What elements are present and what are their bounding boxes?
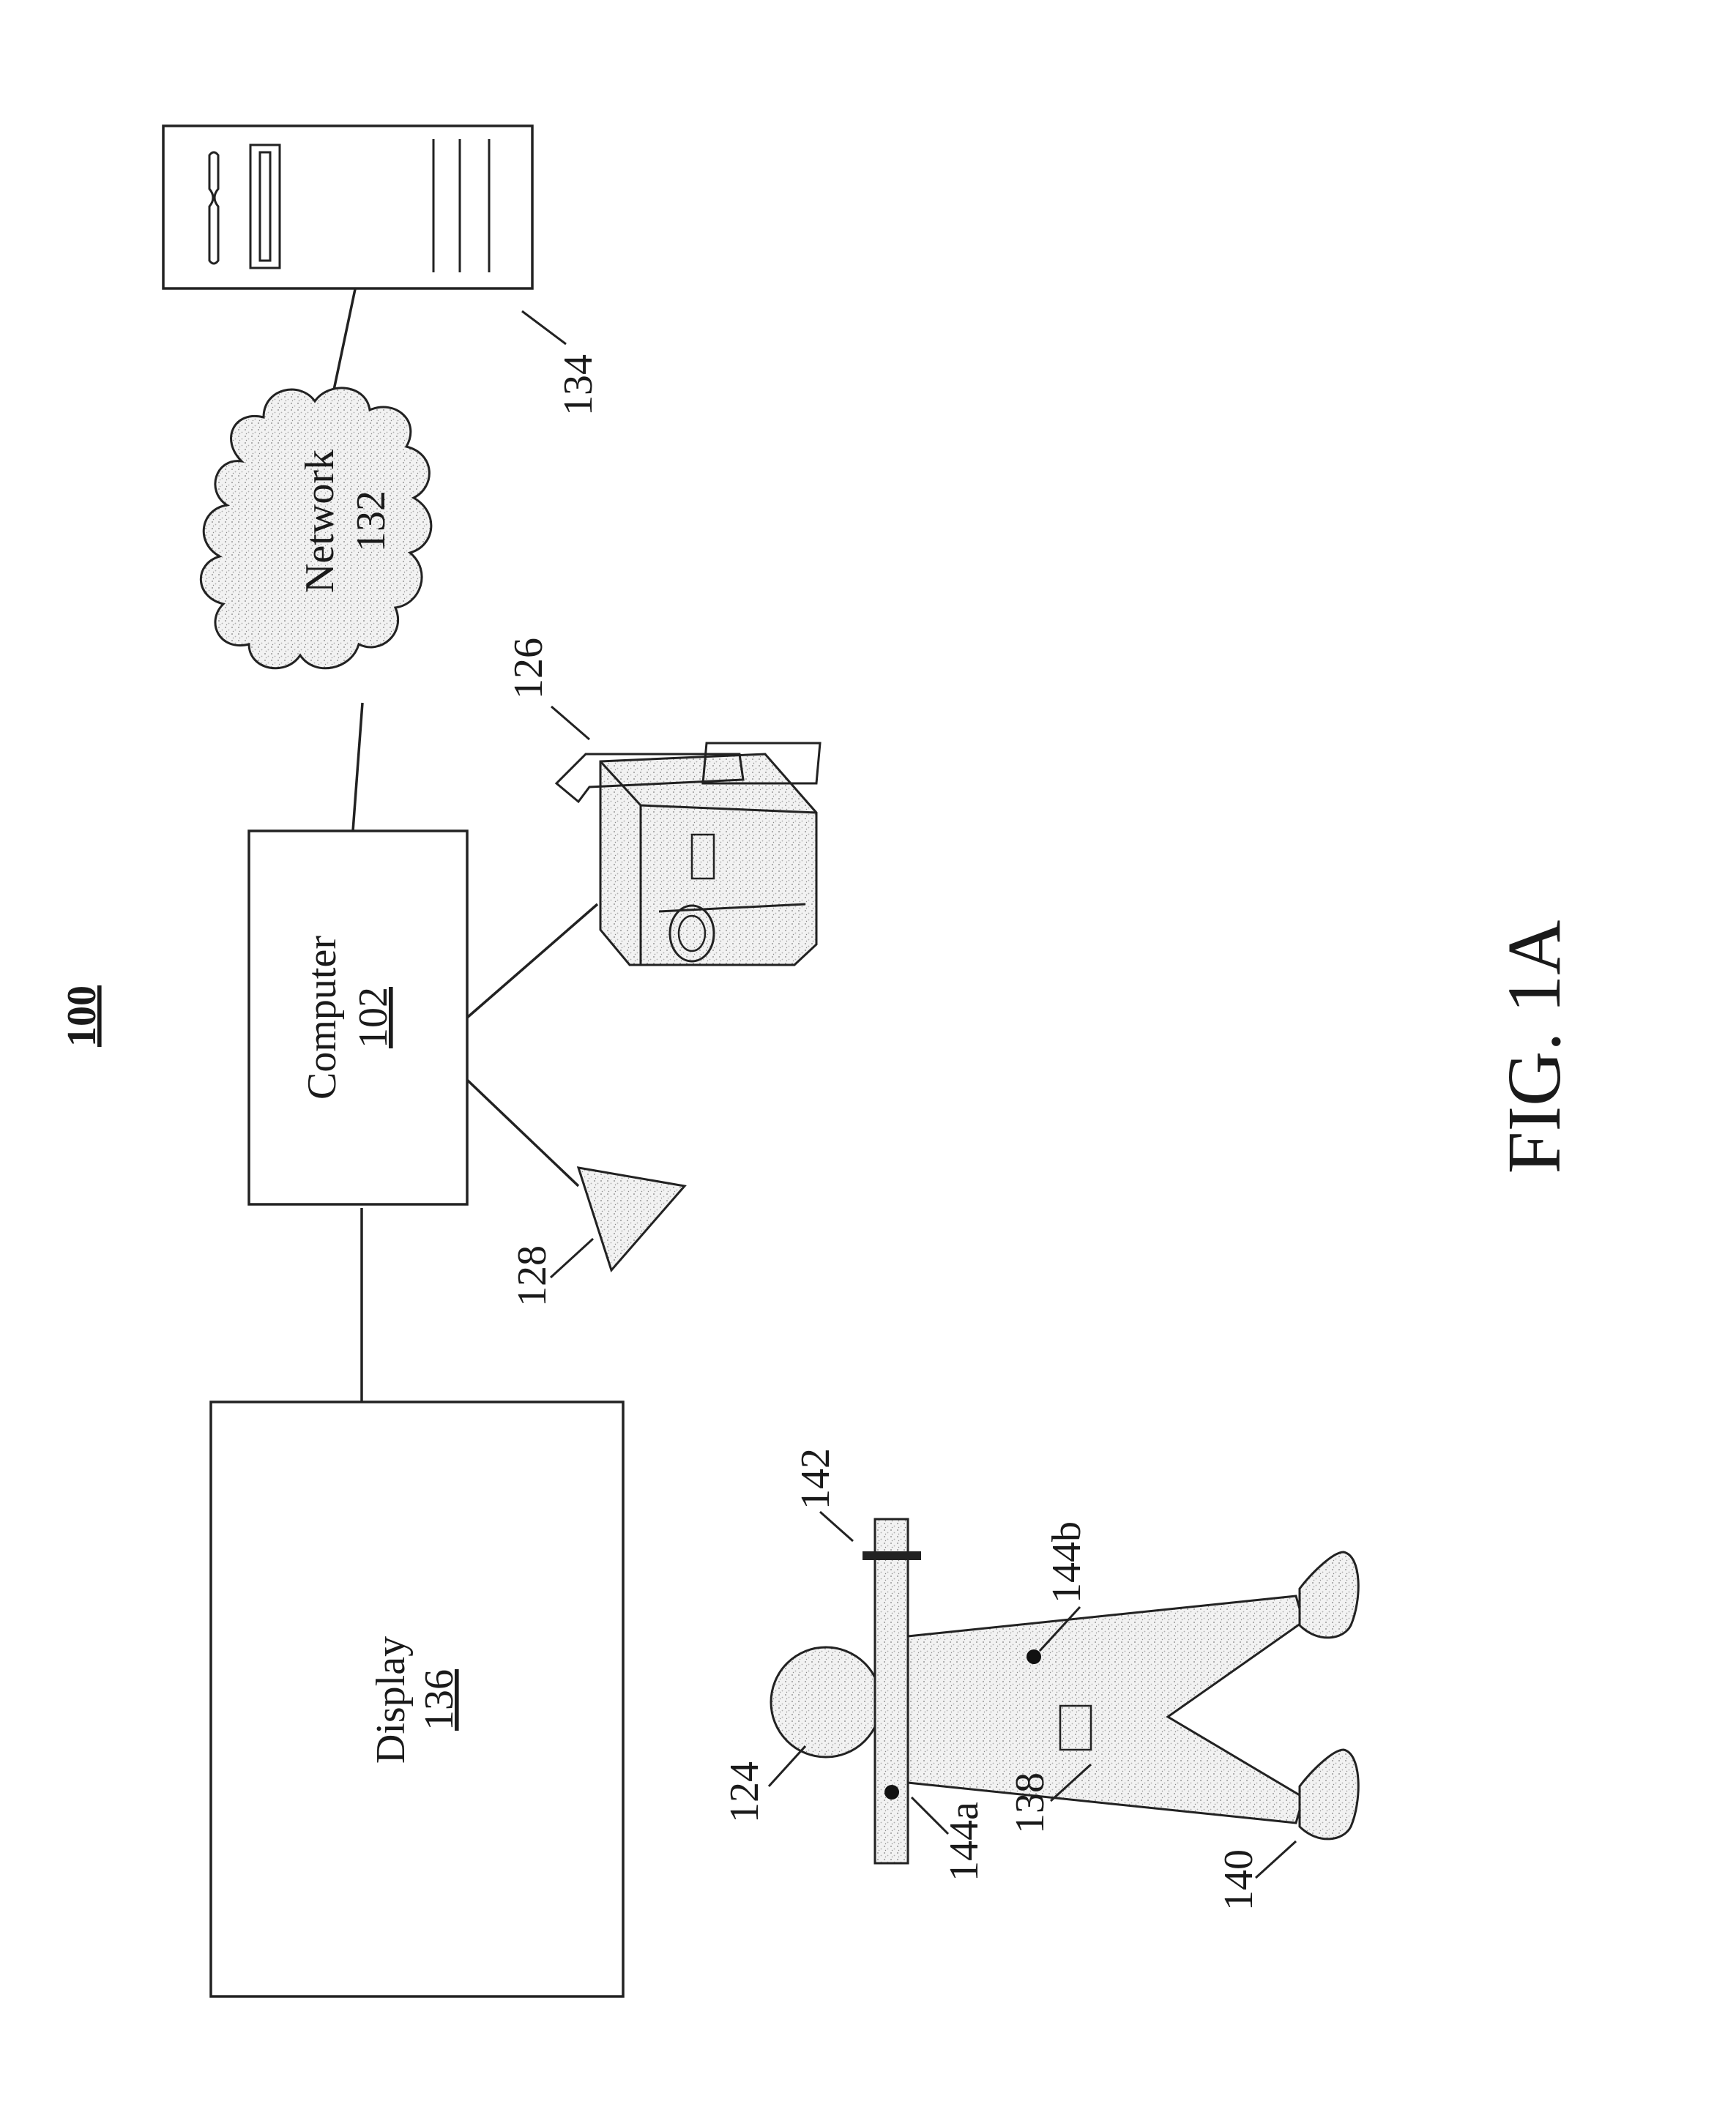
microphone-icon [578,1168,685,1270]
ref-label-wristband: 142 [793,1448,838,1510]
system-ref: 100 [59,985,105,1047]
marker-a-dot [884,1785,899,1800]
shoe-left-icon [1300,1552,1358,1638]
user-head [771,1647,881,1757]
marker-b-dot [1027,1649,1041,1664]
network-name: Network [297,450,343,593]
edge-computer-projector [467,904,597,1018]
leader-134 [522,311,566,344]
leader-142 [820,1512,853,1541]
computer-ref: 102 [351,987,396,1048]
network-ref: 132 [349,491,394,552]
ref-label-server: 134 [556,354,601,416]
user-arms [875,1519,908,1863]
ref-label-garment: 138 [1007,1772,1053,1834]
computer-name: Computer [299,936,345,1100]
leader-128 [551,1239,593,1278]
garment-body [908,1596,1303,1823]
shoe-right-icon [1300,1750,1358,1839]
server-icon [163,126,532,288]
ref-label-user: 124 [722,1761,767,1823]
ref-label-microphone: 128 [510,1245,555,1307]
leader-126 [551,706,589,739]
projector-icon [556,743,820,965]
ref-label-projector: 126 [506,638,551,699]
display-name: Display [368,1636,414,1764]
ref-label-marker-a: 144a [942,1802,987,1882]
ref-label-shoes: 140 [1216,1849,1262,1911]
leader-124 [769,1746,805,1786]
edge-computer-network [353,703,362,831]
edge-computer-microphone [467,1080,578,1186]
ref-label-marker-b: 144b [1044,1521,1089,1603]
display-ref: 136 [417,1669,462,1731]
figure-caption: FIG. 1A [1492,920,1576,1174]
leader-140 [1256,1841,1296,1878]
